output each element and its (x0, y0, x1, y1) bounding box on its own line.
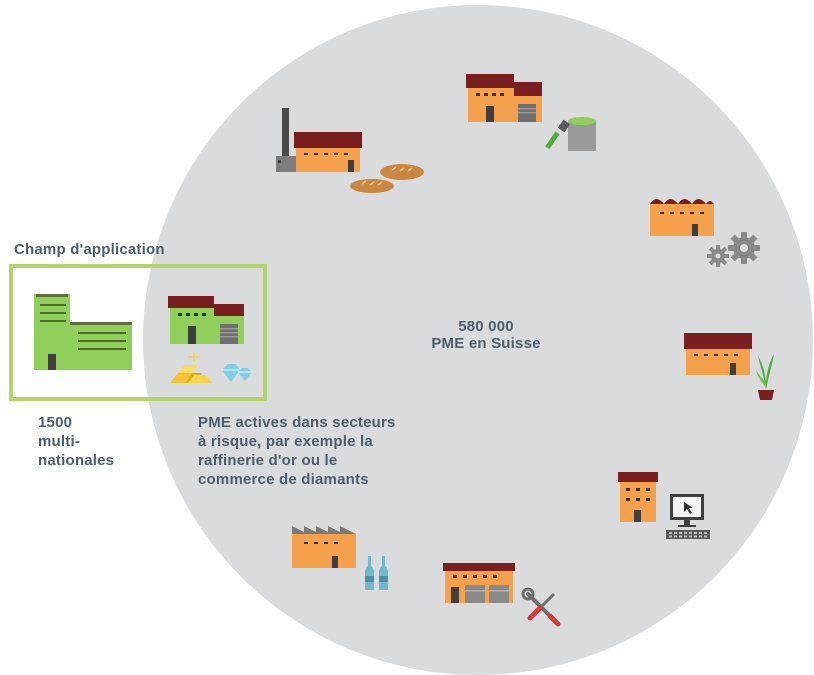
risk-sme-line: à risque, par exemple la (198, 433, 373, 450)
office-building-icon (618, 472, 658, 522)
factory-chimney-icon (276, 108, 362, 172)
gold-bars-icon (170, 353, 212, 383)
bottling-factory-icon (292, 526, 356, 568)
multinational-building-icon (34, 294, 132, 370)
total-sme-number: 580 000 (458, 318, 514, 335)
total-sme-label: PME en Suisse (431, 335, 541, 352)
gears-icon (707, 232, 760, 267)
diamonds-icon (222, 364, 252, 382)
multinationals-label: 1500 multi- nationales (38, 413, 148, 470)
nursery-building-icon (684, 333, 752, 375)
paint-bucket-icon (545, 117, 596, 151)
multinationals-line: nationales (38, 452, 115, 469)
scope-title: Champ d'application (14, 241, 165, 258)
risk-sme-line: PME actives dans secteurs (198, 414, 396, 431)
tools-icon (521, 587, 561, 627)
paint-shop-icon (466, 74, 542, 122)
scope-box (9, 264, 267, 401)
green-sme-building-icon (168, 296, 244, 344)
multinationals-line: 1500 (38, 414, 73, 431)
risk-sme-line: commerce de diamants (198, 471, 369, 488)
potted-plant-icon (756, 354, 774, 400)
sawtooth-factory-icon (650, 199, 714, 236)
bottles-icon (365, 556, 388, 590)
risk-sme-line: raffinerie d'or ou le (198, 452, 338, 469)
bread-icon (350, 164, 424, 193)
multinationals-line: multi- (38, 433, 81, 450)
garage-icon (443, 563, 515, 603)
computer-icon (666, 494, 710, 539)
risk-sme-label: PME actives dans secteurs à risque, par … (198, 413, 458, 489)
